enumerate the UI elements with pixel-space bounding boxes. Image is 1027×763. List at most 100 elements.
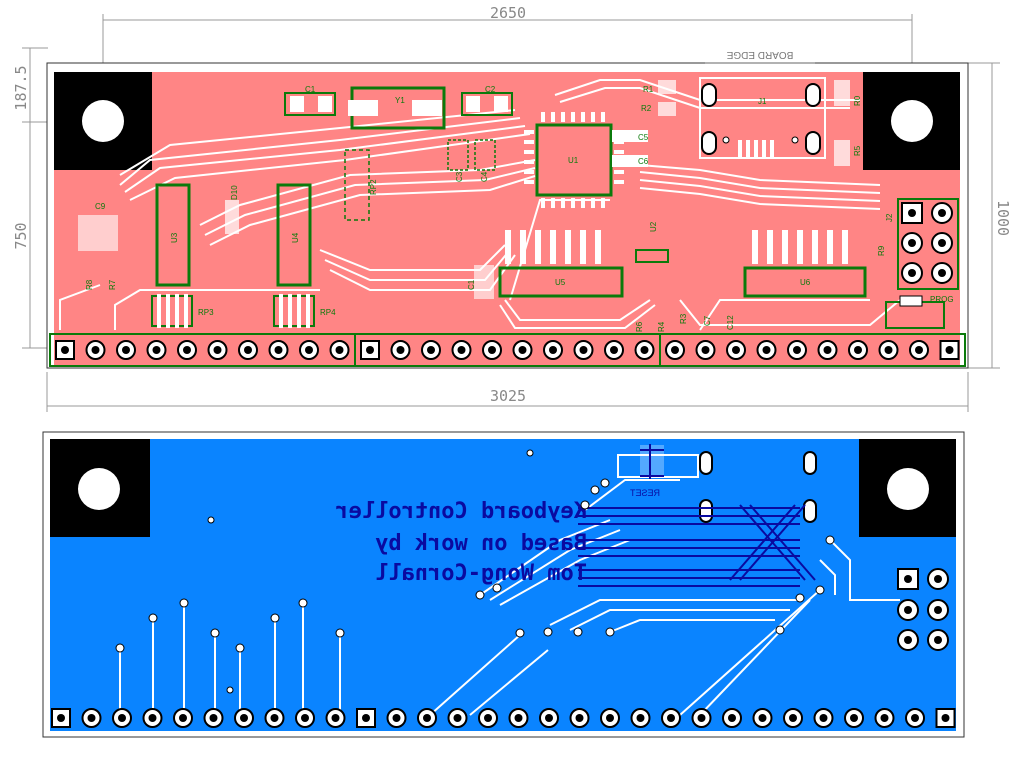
bottom-text-line-3: Tom Wong-Cornall bbox=[375, 561, 587, 586]
header-pin-hole bbox=[606, 714, 614, 722]
header-pin-hole bbox=[457, 346, 466, 354]
header-pin-hole bbox=[549, 346, 557, 354]
label-c12: C12 bbox=[726, 315, 735, 330]
header-pin-hole bbox=[183, 346, 191, 354]
chip-u2: U2 bbox=[635, 221, 669, 263]
resistors-r1-r2: R1 R2 bbox=[641, 80, 676, 116]
mounting-hole-right bbox=[891, 100, 933, 142]
label-rp3: RP3 bbox=[198, 308, 214, 317]
header-pin-hole bbox=[762, 346, 771, 354]
label-c5: C5 bbox=[638, 133, 649, 142]
label-u1: U1 bbox=[568, 156, 579, 165]
resistors-r7-r8: R8 R7 bbox=[85, 279, 117, 290]
chip-u5: U5 bbox=[498, 230, 624, 298]
chip-u4: U4 bbox=[276, 183, 312, 287]
label-r0: R0 bbox=[853, 95, 862, 106]
capacitor-c2: C2 bbox=[461, 85, 513, 116]
dimension-top-width: 2650 bbox=[490, 4, 526, 22]
header-pin-hole bbox=[240, 714, 248, 722]
passives-c5-c6: C5 C6 bbox=[612, 130, 649, 167]
header-pin-hole bbox=[122, 346, 130, 354]
capacitor-c1b: C1 bbox=[467, 265, 494, 299]
header-pin-hole bbox=[453, 714, 462, 722]
bottom-traces bbox=[119, 479, 900, 716]
board-edge-marker: BOARD EDGE bbox=[705, 49, 815, 64]
header-pin-hole bbox=[423, 714, 431, 722]
bottom-mounting-hole-left bbox=[78, 468, 120, 510]
header-pin-hole bbox=[484, 714, 492, 722]
header-pin-hole bbox=[667, 714, 675, 722]
bottom-vias bbox=[115, 449, 835, 694]
board-edge-label: BOARD EDGE bbox=[726, 49, 793, 60]
header-pin-hole bbox=[819, 714, 828, 722]
header-pin-hole bbox=[152, 346, 161, 354]
label-u4: U4 bbox=[291, 232, 300, 243]
passives-c3-c4: C3 C4 bbox=[447, 139, 496, 182]
header-j2: J2 bbox=[885, 198, 959, 290]
header-pin-hole bbox=[728, 714, 736, 722]
header-pin-hole bbox=[301, 714, 309, 722]
label-prog: PROG bbox=[930, 295, 954, 304]
header-pin-hole bbox=[244, 346, 252, 354]
connector-j1: J1 bbox=[699, 77, 826, 159]
label-r9: R9 bbox=[877, 245, 886, 256]
label-r8: R8 bbox=[85, 279, 94, 290]
header-pin-hole bbox=[270, 714, 279, 722]
header-pin-hole bbox=[701, 346, 710, 354]
header-pin-hole bbox=[518, 346, 527, 354]
dimension-annotations bbox=[22, 14, 1000, 412]
label-rp4: RP4 bbox=[320, 308, 336, 317]
header-pin-hole bbox=[392, 714, 401, 722]
label-r3: R3 bbox=[679, 313, 688, 324]
header-pin-hole bbox=[610, 346, 618, 354]
chip-u3: U3 bbox=[155, 183, 191, 287]
bottom-usb-pads bbox=[699, 451, 817, 523]
header-pin-hole bbox=[488, 346, 496, 354]
header-pin-hole bbox=[274, 346, 283, 354]
label-r1: R1 bbox=[643, 85, 654, 94]
top-pin-header-row bbox=[49, 333, 966, 367]
label-y1: Y1 bbox=[395, 96, 405, 105]
header-pin-hole bbox=[823, 346, 832, 354]
diode-d10: D10 bbox=[225, 185, 239, 234]
header-pin-hole bbox=[732, 346, 740, 354]
header-pin-hole bbox=[636, 714, 645, 722]
header-pin-hole bbox=[213, 346, 222, 354]
dimension-bottom-width: 3025 bbox=[490, 387, 526, 405]
reset-label: RESET bbox=[629, 488, 660, 498]
header-pin-hole bbox=[854, 346, 862, 354]
resistor-pack-rp3: RP3 bbox=[151, 294, 214, 328]
label-j2: J2 bbox=[885, 213, 894, 222]
dimension-right-height: 1000 bbox=[994, 200, 1012, 236]
header-pin-hole bbox=[850, 714, 858, 722]
header-pin-hole bbox=[335, 346, 344, 354]
label-c9: C9 bbox=[95, 202, 106, 211]
header-pin-hole bbox=[514, 714, 523, 722]
header-pin-hole bbox=[640, 346, 649, 354]
reset-switch: RESET bbox=[617, 444, 699, 498]
resistor-pack-rp4: RP4 bbox=[273, 294, 336, 328]
header-pin-hole bbox=[579, 346, 588, 354]
mounting-hole-left bbox=[82, 100, 124, 142]
header-pin-hole bbox=[427, 346, 435, 354]
header-pin-hole bbox=[789, 714, 797, 722]
capacitor-c9: C9 bbox=[78, 202, 118, 251]
bottom-mounting-hole-right bbox=[887, 468, 929, 510]
header-pin-hole bbox=[305, 346, 313, 354]
bottom-blue-traces bbox=[578, 504, 816, 587]
header-pin-hole bbox=[945, 346, 954, 354]
label-c7: C7 bbox=[703, 315, 712, 326]
header-pin-hole bbox=[884, 346, 893, 354]
small-passives-row: R6 R4 R3 C7 C12 R9 bbox=[635, 245, 886, 332]
header-pin-hole bbox=[179, 714, 187, 722]
bottom-text-line-1: Keyboard Controller bbox=[335, 499, 587, 524]
prog-switch: PROG bbox=[885, 295, 954, 329]
dimension-left-offset: 187.5 bbox=[12, 65, 30, 110]
bottom-text-line-2: Based on work by bbox=[375, 531, 587, 556]
label-r6: R6 bbox=[635, 321, 644, 332]
label-r7: R7 bbox=[108, 279, 117, 290]
resistors-r0-r5: R0 R5 bbox=[834, 80, 862, 166]
header-pin-hole bbox=[941, 714, 950, 722]
header-pin-hole bbox=[793, 346, 801, 354]
